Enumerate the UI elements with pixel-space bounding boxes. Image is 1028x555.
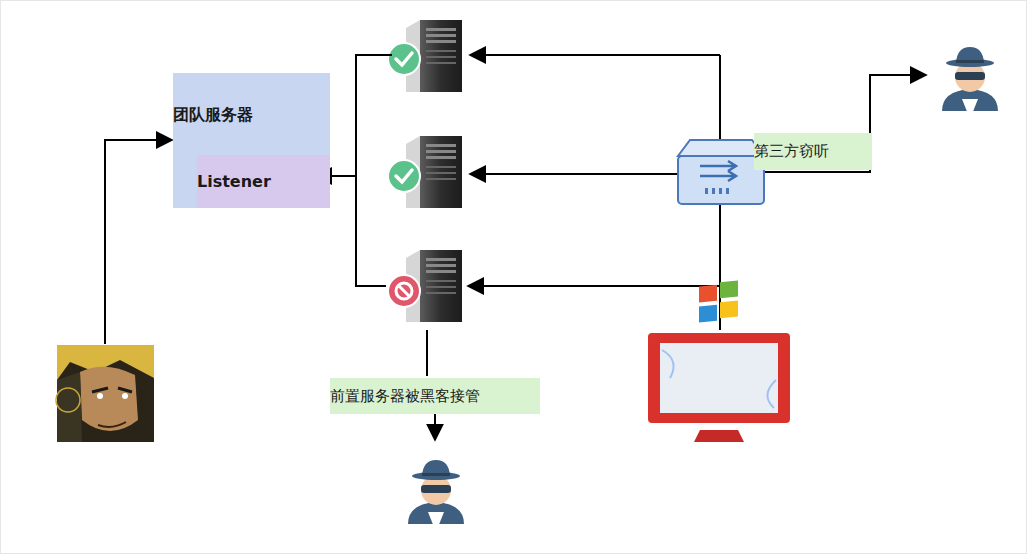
hacker-figure: [408, 460, 464, 532]
node-label: 第三方窃听: [754, 142, 829, 161]
note-box: 前置服务器被黑客接管: [330, 378, 540, 414]
note-box: 第三方窃听: [754, 133, 872, 170]
hacker-figure: [942, 47, 998, 119]
server-box: 团队服务器 Listener: [173, 73, 330, 208]
ok-badge: [388, 43, 420, 75]
listener-box: Listener: [197, 155, 330, 208]
node-label: 团队服务器: [173, 105, 253, 126]
ok-badge: [388, 160, 420, 192]
monitor-icon: [648, 280, 790, 442]
node-label: Listener: [197, 172, 271, 191]
wire: [105, 55, 926, 440]
blocked-badge: [388, 275, 420, 307]
user-avatar: [56, 345, 154, 442]
node-label: 前置服务器被黑客接管: [330, 387, 480, 406]
switch-icon: [678, 140, 764, 204]
